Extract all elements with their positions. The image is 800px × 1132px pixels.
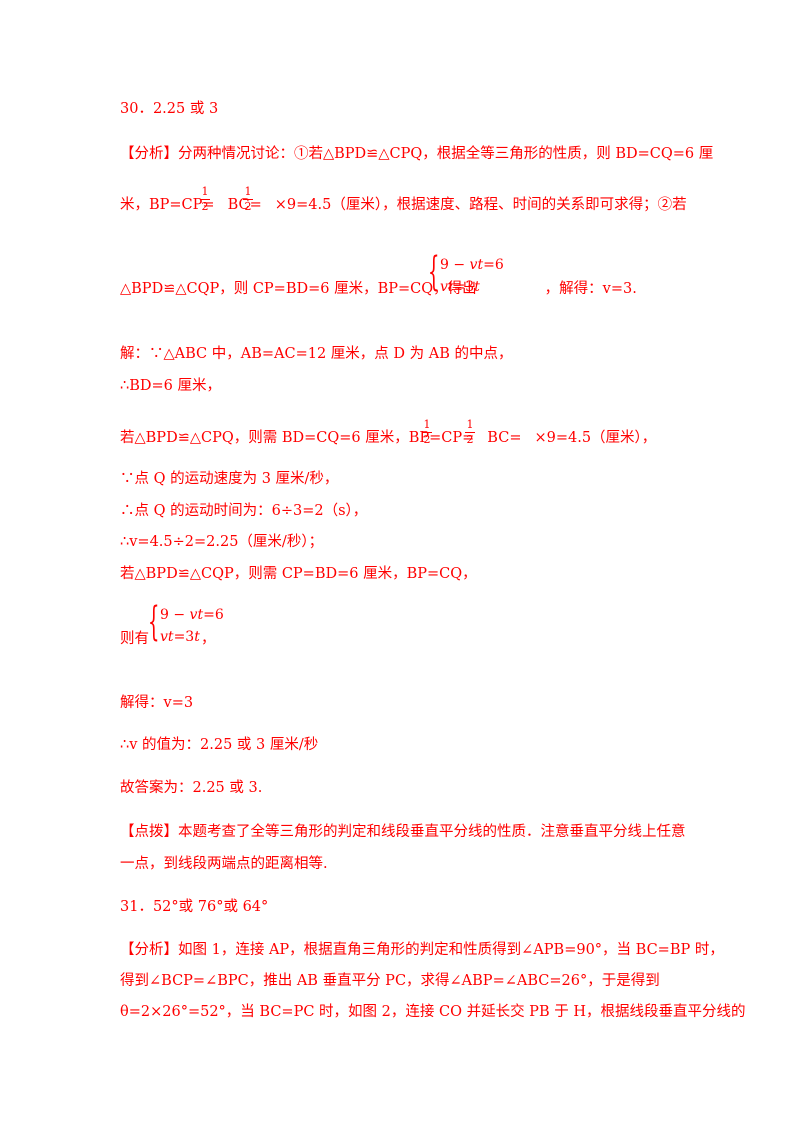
q30-tip-line-1: 【点拨】本题考查了全等三角形的判定和线段垂直平分线的性质．注意垂直平分线上任意 [120, 824, 686, 840]
q31-analysis-line-1: 【分析】如图 1，连接 AP，根据直角三角形的判定和性质得到∠APB=90°，当… [120, 942, 724, 958]
q30-header: 30．2.25 或 3 [120, 101, 219, 117]
equation-row: 9 − vt=6 [440, 257, 504, 273]
fraction-numerator: 1 [244, 185, 252, 198]
fraction-denominator: 2 [423, 433, 431, 446]
q31-analysis-line-3: θ=2×26°=52°，当 BC=PC 时，如图 2，连接 CO 并延长交 PB… [120, 1004, 746, 1020]
fraction-numerator: 1 [466, 418, 474, 431]
q30-solution-line-5: ∴点 Q 的运动时间为：6÷3=2（s）， [120, 503, 368, 519]
fraction-denominator: 2 [244, 200, 252, 213]
q31-header: 31．52°或 76°或 64° [120, 899, 269, 915]
q30-solution-line-11: 故答案为：2.25 或 3. [120, 780, 263, 796]
q30-analysis-line-2: 米，BP=CP= BC= ×9=4.5（厘米），根据速度、路程、时间的关系即可求得；… [120, 196, 687, 214]
q30-solution-line-6: ∴v=4.5÷2=2.25（厘米/秒）； [120, 534, 324, 550]
equation-row: vt=3t [160, 629, 200, 645]
q30-solution-line-9: 解得：v=3 [120, 695, 194, 711]
solution-text-segment: ， [201, 631, 216, 647]
q30-analysis-line-3: △BPD≌△CQP，则 CP=BD=6 厘米，BP=CQ，得出 ，解得：v=3. [120, 280, 637, 298]
equation-row: 9 − vt=6 [160, 607, 224, 623]
fraction-denominator: 2 [466, 433, 474, 446]
q30-solution-line-7: 若△BPD≌△CQP，则需 CP=BD=6 厘米，BP=CQ， [120, 566, 477, 582]
analysis-text-segment: ，解得：v=3. [544, 281, 637, 297]
q30-solution-line-10: ∴v 的值为：2.25 或 3 厘米/秒 [120, 737, 319, 753]
q30-tip-line-2: 一点，到线段两端点的距离相等. [120, 856, 328, 872]
solution-text-segment: 则有 [120, 631, 149, 647]
fraction-numerator: 1 [423, 418, 431, 431]
q30-analysis-line-1: 【分析】分两种情况讨论：①若△BPD≌△CPQ，根据全等三角形的性质，则 BD=… [120, 146, 714, 162]
equation-system: { 9 − vt=6 vt=3t [428, 250, 504, 298]
solution-text-segment: ×9=4.5（厘米）， [534, 430, 657, 446]
analysis-text-segment: BC= [227, 197, 262, 213]
q30-solution-line-4: ∵点 Q 的运动速度为 3 厘米/秒， [120, 471, 339, 487]
equation-system: { 9 − vt=6 vt=3t [148, 600, 224, 648]
q30-solution-line-8: 则有 ， [120, 630, 216, 648]
analysis-text-segment: ×9=4.5（厘米），根据速度、路程、时间的关系即可求得；②若 [274, 197, 687, 213]
analysis-text-segment: △BPD≌△CQP，则 CP=BD=6 厘米，BP=CQ，得出 [120, 281, 477, 297]
q31-analysis-line-2: 得到∠BCP=∠BPC，推出 AB 垂直平分 PC，求得∠ABP=∠ABC=26… [120, 973, 660, 989]
q30-solution-line-1: 解：∵△ABC 中，AB=AC=12 厘米，点 D 为 AB 的中点， [120, 346, 513, 362]
solution-text-segment: 若△BPD≌△CPQ，则需 BD=CQ=6 厘米，BP=CP= [120, 430, 475, 446]
brace-symbol: { [148, 599, 160, 645]
q30-solution-line-3: 若△BPD≌△CPQ，则需 BD=CQ=6 厘米，BP=CP= BC= ×9=4.5… [120, 429, 656, 447]
analysis-text-segment: 米，BP=CP= [120, 197, 215, 213]
fraction-numerator: 1 [201, 185, 209, 198]
fraction-denominator: 2 [201, 200, 209, 213]
solution-text-segment: BC= [487, 430, 522, 446]
equation-row: vt=3t [440, 279, 480, 295]
brace-symbol: { [428, 249, 440, 295]
q30-solution-line-2: ∴BD=6 厘米， [120, 378, 221, 394]
